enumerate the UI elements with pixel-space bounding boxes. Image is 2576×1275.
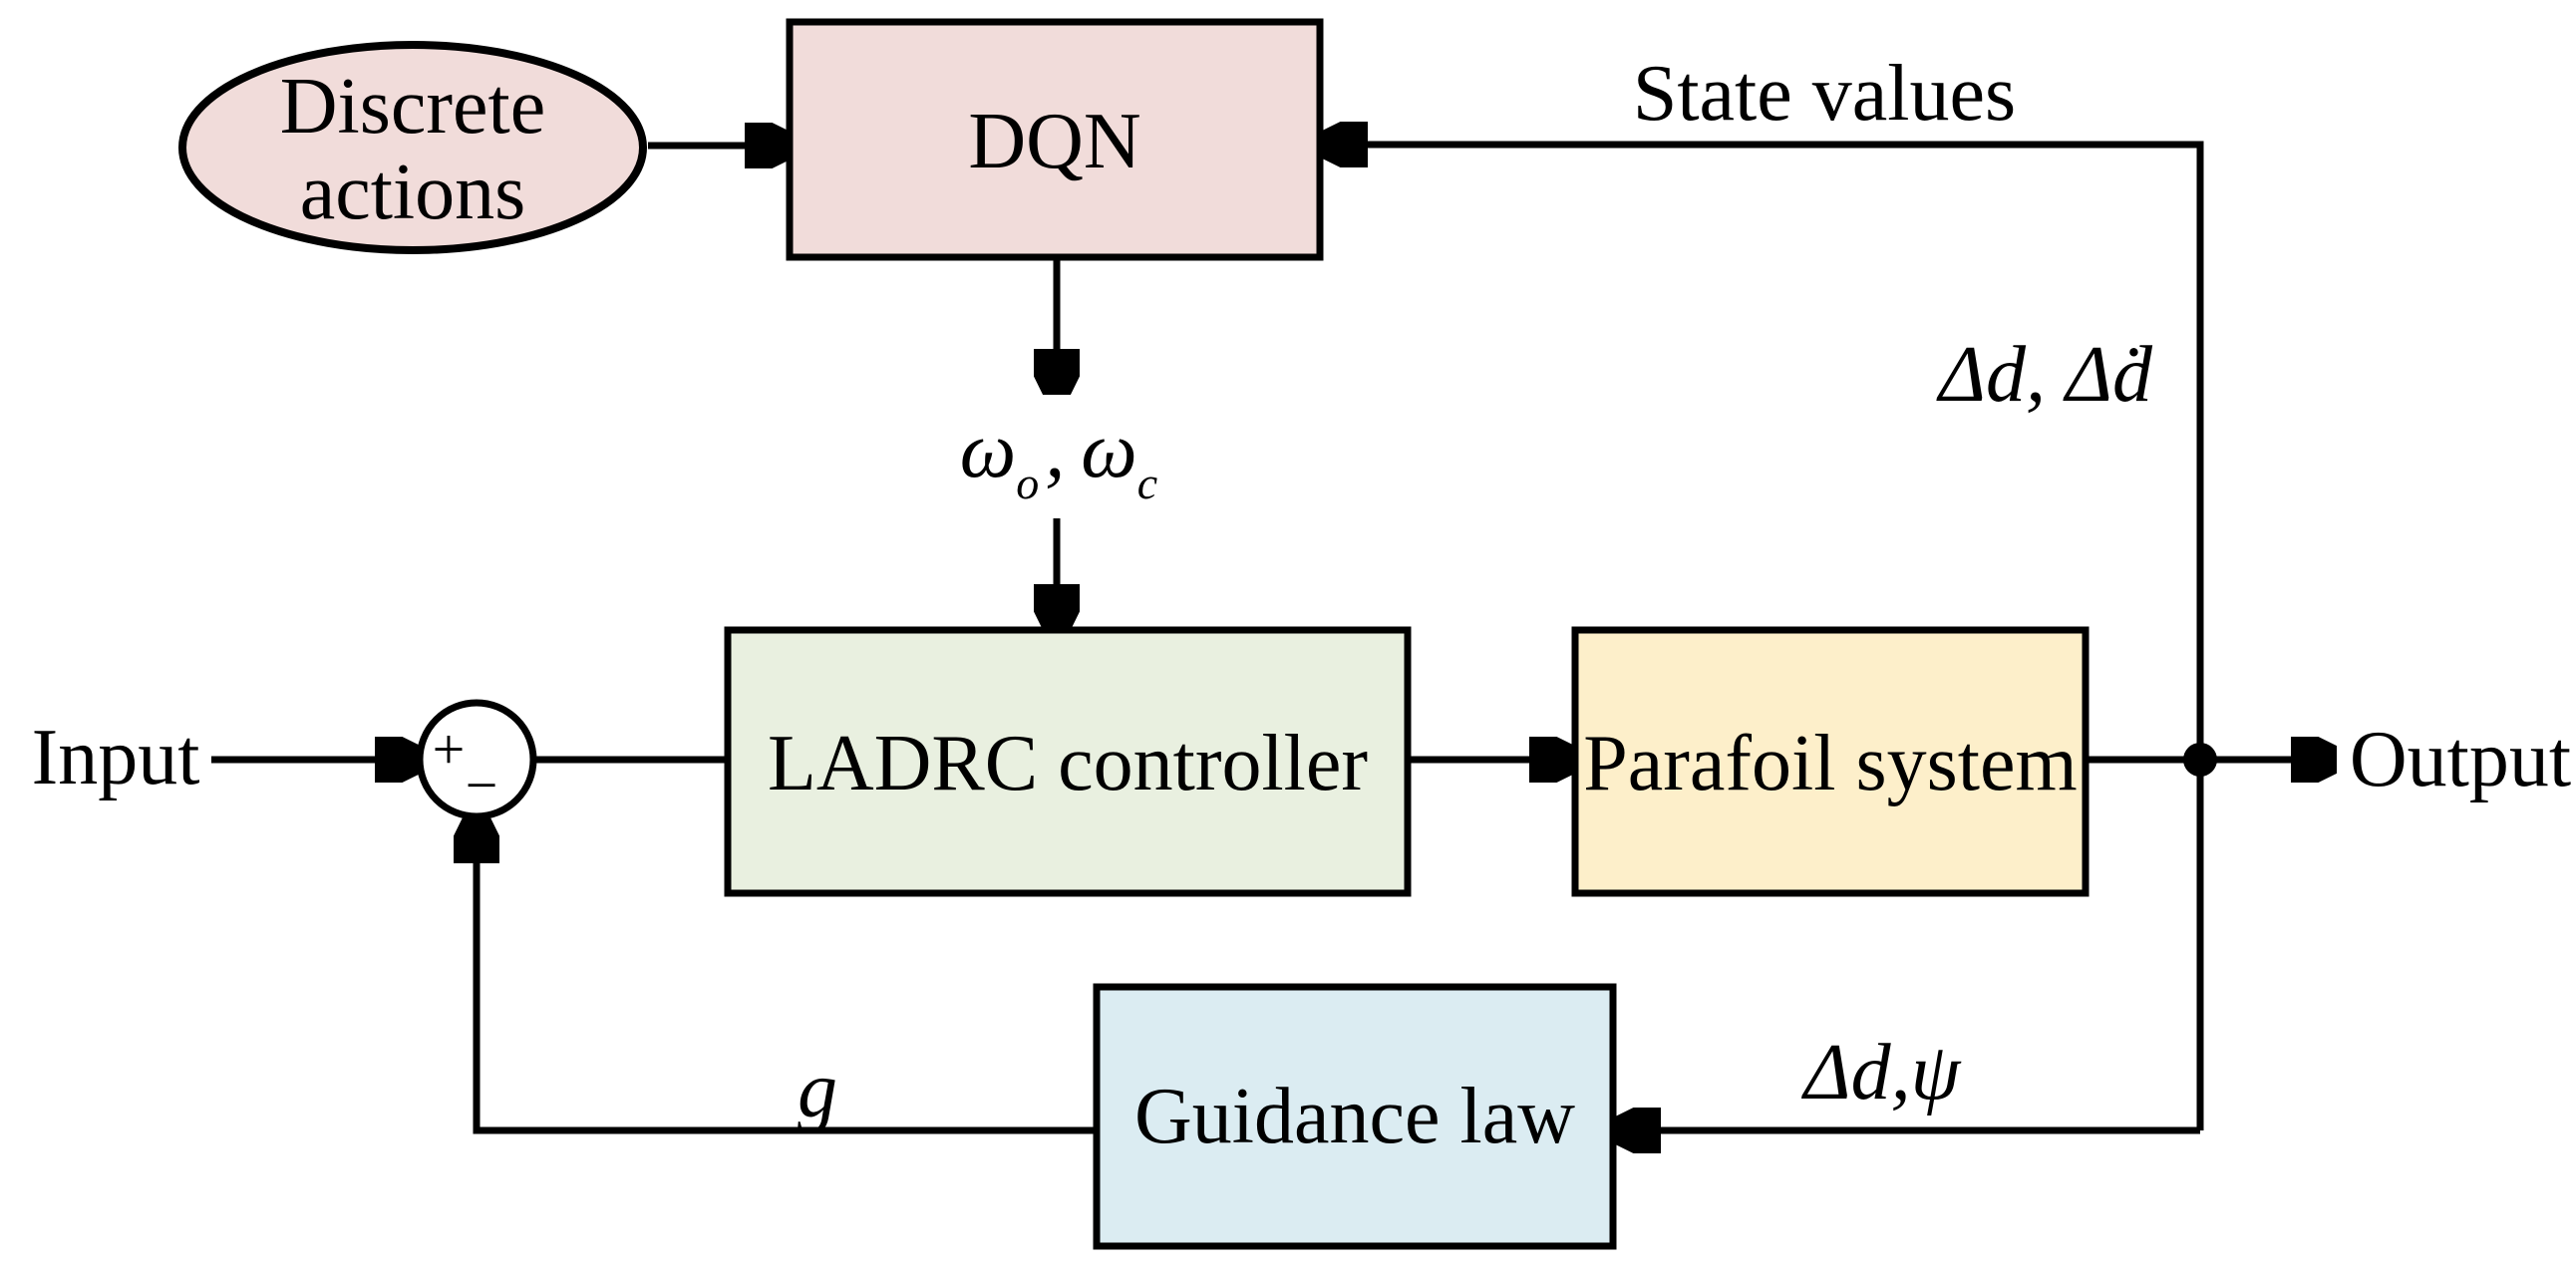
omega-c-subscript: c: [1136, 458, 1158, 508]
input-label: Input: [31, 714, 200, 801]
omega-c-symbol: ω: [1081, 407, 1137, 494]
dqn-label: DQN: [968, 98, 1141, 185]
discrete-actions-label: Discrete actions: [280, 64, 546, 235]
delta-d-psi-label: Δd,ψ: [1803, 1029, 1961, 1116]
branch-junction-dot: [2183, 743, 2217, 777]
discrete-actions-line1: Discrete: [279, 63, 546, 151]
parafoil-box: [1571, 626, 2090, 897]
g-signal-label: g: [798, 1047, 837, 1134]
delta-d-ddot-label: Δd, Δḋ: [1939, 331, 2152, 419]
dqn-box: [786, 18, 1324, 261]
sum-minus-sign: −: [465, 753, 498, 817]
omega-parameters-label: ωo,ωc: [960, 411, 1157, 506]
parafoil-label: Parafoil system: [1583, 720, 2078, 807]
ladrc-label: LADRC controller: [767, 720, 1369, 807]
output-label: Output: [2349, 716, 2572, 803]
omega-o-subscript: o: [1016, 458, 1040, 508]
guidance-box: [1093, 983, 1617, 1250]
ladrc-box: [724, 626, 1412, 897]
omega-comma: ,: [1045, 407, 1066, 494]
connector-guidance-to-sum: [477, 821, 1097, 1134]
sum-plus-sign: +: [432, 717, 466, 782]
summing-junction: [416, 699, 537, 820]
omega-o-symbol: ω: [959, 407, 1017, 494]
connector-statevalues-feedback: [1326, 145, 2204, 1130]
state-values-label: State values: [1632, 50, 2017, 138]
guidance-label: Guidance law: [1133, 1073, 1576, 1160]
discrete-actions-line2: actions: [299, 149, 526, 236]
discrete-actions-ellipse: [178, 41, 647, 254]
